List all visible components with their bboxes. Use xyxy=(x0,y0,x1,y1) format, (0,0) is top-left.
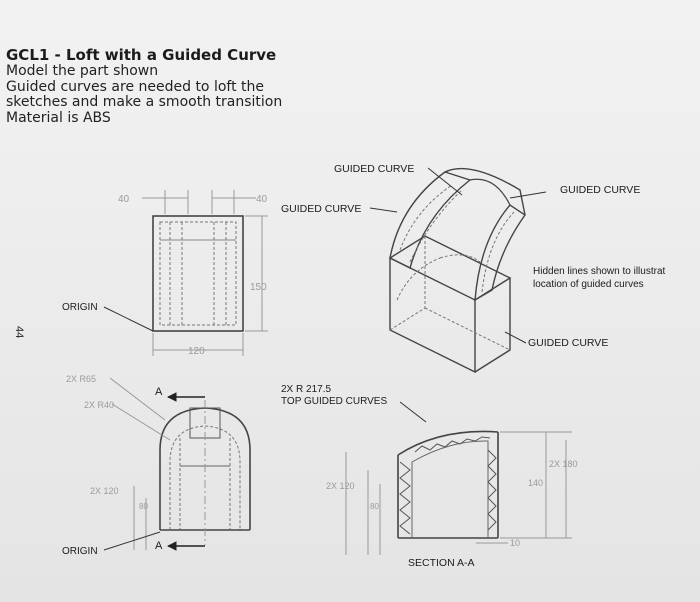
section-aa-label: SECTION A-A xyxy=(408,557,475,569)
guided-curve-left-label: GUIDED CURVE xyxy=(281,203,361,215)
description-line-2: Guided curves are needed to loft the xyxy=(6,78,265,95)
section-d80: 80 xyxy=(370,502,379,511)
guided-curve-right-label: GUIDED CURVE xyxy=(560,184,640,196)
front-view xyxy=(103,190,268,356)
section-d140: 140 xyxy=(528,478,543,488)
hidden-lines-note-1: Hidden lines shown to illustrat xyxy=(533,266,666,277)
bottom-view xyxy=(103,377,251,551)
section-x120: 2X 120 xyxy=(326,481,355,491)
section-view xyxy=(345,401,572,555)
section-top-curves-label: TOP GUIDED CURVES xyxy=(281,396,387,407)
description-line-3: sketches and make a smooth transition xyxy=(6,94,283,110)
description-line-1: Model the part shown xyxy=(6,63,159,79)
guided-curve-top-label: GUIDED CURVE xyxy=(334,163,414,175)
front-dim-width: 120 xyxy=(188,346,205,357)
header-block: GCL1 - Loft with a Guided Curve Model th… xyxy=(6,46,282,126)
section-d10: 10 xyxy=(510,538,520,548)
bottom-r40: 2X R40 xyxy=(84,400,114,410)
guided-curve-bottom-label: GUIDED CURVE xyxy=(528,337,608,349)
section-a-bottom: A xyxy=(155,540,163,552)
bottom-origin-label: ORIGIN xyxy=(62,546,98,557)
front-dim-height: 150 xyxy=(250,282,267,293)
section-arrows xyxy=(167,392,205,551)
section-a-top: A xyxy=(155,386,163,398)
description-line-4: Material is ABS xyxy=(6,109,111,126)
section-radius-label: 2X R 217.5 xyxy=(281,384,331,395)
isometric-view xyxy=(369,167,547,374)
bottom-r65: 2X R65 xyxy=(66,374,96,384)
front-origin-label: ORIGIN xyxy=(62,302,98,313)
margin-mark: 44 xyxy=(13,326,25,338)
hidden-lines-note-2: location of guided curves xyxy=(533,279,644,290)
bottom-d80: 80 xyxy=(139,502,148,511)
section-x180: 2X 180 xyxy=(549,459,578,469)
page-title: GCL1 - Loft with a Guided Curve xyxy=(6,46,277,64)
front-dim-right: 40 xyxy=(256,194,268,205)
bottom-x120: 2X 120 xyxy=(90,486,119,496)
front-dim-left: 40 xyxy=(118,194,130,205)
